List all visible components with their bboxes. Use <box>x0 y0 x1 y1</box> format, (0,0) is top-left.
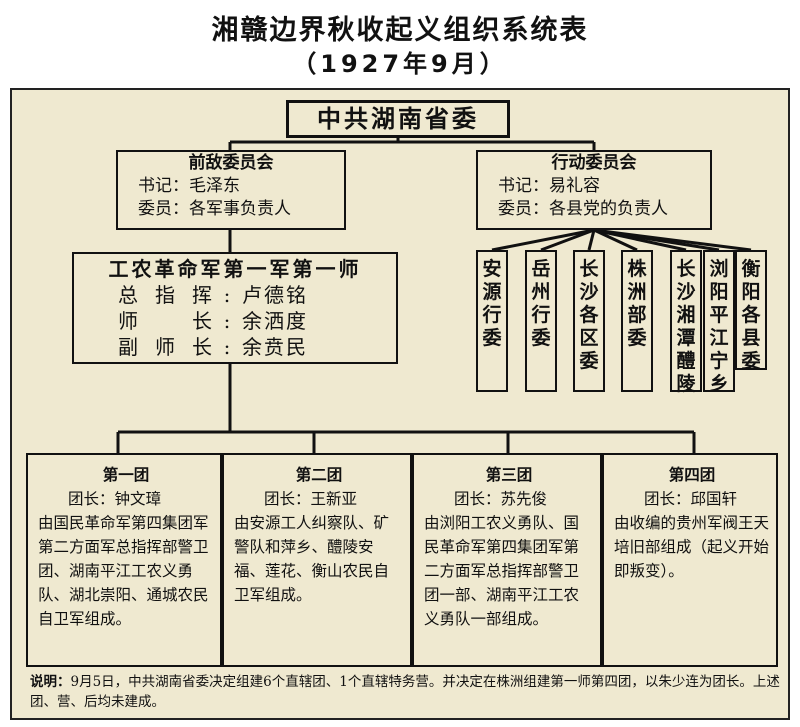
army-row: 师长 : 余洒度 <box>74 308 396 334</box>
action-unit-box: 安源行委 <box>476 250 508 392</box>
regiment-name: 第二团 <box>295 465 343 484</box>
regiment-description: 由国民革命军第四集团军第二方面军总指挥部警卫团、湖南平江工农义勇队、湖北崇阳、通… <box>38 514 209 628</box>
army-row-colon: : <box>223 335 233 359</box>
army-row-key: 师长 <box>118 309 214 333</box>
chart-subtitle: （1927年9月） <box>292 50 508 78</box>
action-unit-box: 长沙各区委 <box>573 250 605 392</box>
front-committee-name: 前敌委员会 <box>188 153 274 173</box>
front-committee-box: 前敌委员会 书记：毛泽东 委员：各军事负责人 <box>116 150 346 230</box>
action-unit-box: 浏阳平江宁乡 <box>703 250 735 395</box>
action-unit-box: 株洲部委 <box>621 250 653 392</box>
regiment-description: 由收编的贵州军阀王天培旧部组成（起义开始即叛变）。 <box>614 514 770 580</box>
army-row-key: 副师长 <box>118 335 214 359</box>
regiment-name: 第四团 <box>668 465 716 484</box>
action-unit-box: 衡阳各县委 <box>735 250 767 372</box>
army-division-name: 工农革命军第一军第一师 <box>108 257 362 281</box>
regiment-description: 由安源工人纠察队、矿警队和萍乡、醴陵安福、莲花、衡山农民自卫军组成。 <box>234 514 390 604</box>
action-unit-box: 长沙湘潭醴陵 <box>670 250 702 395</box>
front-committee-secretary: 书记：毛泽东 <box>138 176 240 196</box>
regiment-name: 第三团 <box>485 465 533 484</box>
regiment-name: 第一团 <box>102 465 150 484</box>
footnote-text: 9月5日，中共湖南省委决定组建6个直辖团、1个直辖特务营。并决定在株洲组建第一师… <box>30 674 780 710</box>
army-row: 副师长 : 余贲民 <box>74 334 396 360</box>
regiment-box: 第一团 团长：钟文璋 由国民革命军第四集团军第二方面军总指挥部警卫团、湖南平江工… <box>26 453 222 667</box>
chart-title: 湘赣边界秋收起义组织系统表 <box>211 15 589 46</box>
footnote: 说明：9月5日，中共湖南省委决定组建6个直辖团、1个直辖特务营。并决定在株洲组建… <box>30 672 780 712</box>
regiment-head: 团长：邱国轩 <box>644 490 738 508</box>
army-division-box: 工农革命军第一军第一师 总指挥 : 卢德铭 师长 : 余洒度 副师长 : 余贲民 <box>72 252 398 364</box>
regiment-box: 第三团 团长：苏先俊 由浏阳工农义勇队、国民革命军第四集团军第二方面军总指挥部警… <box>412 453 602 667</box>
army-row-value: 卢德铭 <box>242 283 308 307</box>
army-row: 总指挥 : 卢德铭 <box>74 282 396 308</box>
regiment-head: 团长：王新亚 <box>264 490 358 508</box>
regiment-box: 第二团 团长：王新亚 由安源工人纠察队、矿警队和萍乡、醴陵安福、莲花、衡山农民自… <box>222 453 412 667</box>
regiment-head: 团长：钟文璋 <box>68 490 162 508</box>
army-row-colon: : <box>223 309 233 333</box>
action-committee-members: 委员：各县党的负责人 <box>498 199 668 219</box>
regiment-description: 由浏阳工农义勇队、国民革命军第四集团军第二方面军总指挥部警卫团一部、湖南平江工农… <box>424 514 580 628</box>
footnote-label: 说明： <box>30 674 71 690</box>
army-row-key: 总指挥 <box>118 283 214 307</box>
action-committee-box: 行动委员会 书记：易礼容 委员：各县党的负责人 <box>476 150 712 230</box>
army-row-value: 余贲民 <box>242 335 308 359</box>
regiment-head: 团长：苏先俊 <box>454 490 548 508</box>
action-unit-box: 岳州行委 <box>525 250 557 392</box>
army-row-colon: : <box>223 283 233 307</box>
regiment-box: 第四团 团长：邱国轩 由收编的贵州军阀王天培旧部组成（起义开始即叛变）。 <box>602 453 778 667</box>
army-row-value: 余洒度 <box>242 309 308 333</box>
front-committee-members: 委员：各军事负责人 <box>138 199 291 219</box>
root-node: 中共湖南省委 <box>286 100 510 138</box>
action-committee-secretary: 书记：易礼容 <box>498 176 600 196</box>
action-committee-name: 行动委员会 <box>551 153 637 173</box>
